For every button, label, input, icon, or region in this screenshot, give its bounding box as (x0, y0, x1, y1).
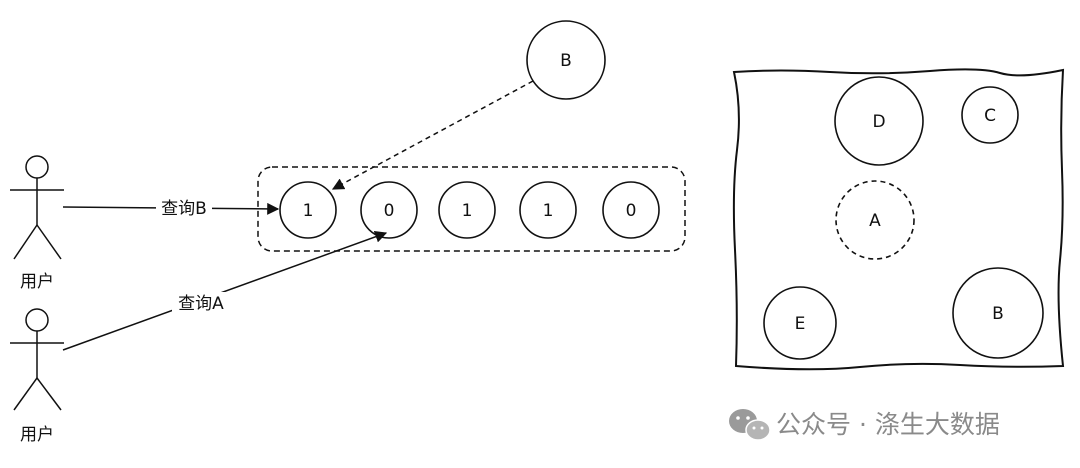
query-b-label-bg (156, 197, 212, 219)
query-a-arrow (62, 231, 388, 351)
svg-text:0: 0 (384, 201, 395, 221)
svg-text:B: B (992, 304, 1004, 324)
storage-node-b: B (952, 267, 1044, 359)
storage-node-c: C (961, 86, 1019, 144)
user-actor-2 (10, 308, 64, 411)
svg-text:0: 0 (626, 201, 637, 221)
user-actor-1 (10, 155, 64, 260)
storage-node-d: D (834, 76, 924, 166)
storage-node-a-absent: A (835, 180, 915, 260)
user-label-1: 用户 (20, 272, 54, 292)
bit-cell-0: 1 (279, 181, 337, 239)
user-label-2: 用户 (20, 425, 54, 445)
bit-cell-3: 1 (519, 181, 577, 239)
incoming-node-b: B (526, 20, 606, 100)
svg-text:A: A (869, 211, 881, 231)
watermark-text: 公众号 · 涤生大数据 (776, 410, 1000, 439)
hash-arrow-b (331, 80, 534, 190)
storage-node-e: E (763, 286, 837, 360)
query-a-label: 查询A (178, 294, 224, 314)
bit-cell-4: 0 (602, 181, 660, 239)
query-a-label-bg (172, 292, 230, 314)
svg-text:1: 1 (303, 201, 314, 221)
svg-text:C: C (984, 106, 996, 126)
bit-cell-1: 0 (360, 181, 418, 239)
svg-text:D: D (872, 112, 885, 132)
query-b-label: 查询B (161, 199, 207, 219)
wechat-icon (729, 409, 771, 441)
svg-text:B: B (560, 51, 572, 71)
svg-text:E: E (795, 314, 806, 334)
bit-cell-2: 1 (438, 181, 496, 239)
storage-box (732, 68, 1065, 371)
svg-text:1: 1 (543, 201, 554, 221)
svg-text:1: 1 (462, 201, 473, 221)
